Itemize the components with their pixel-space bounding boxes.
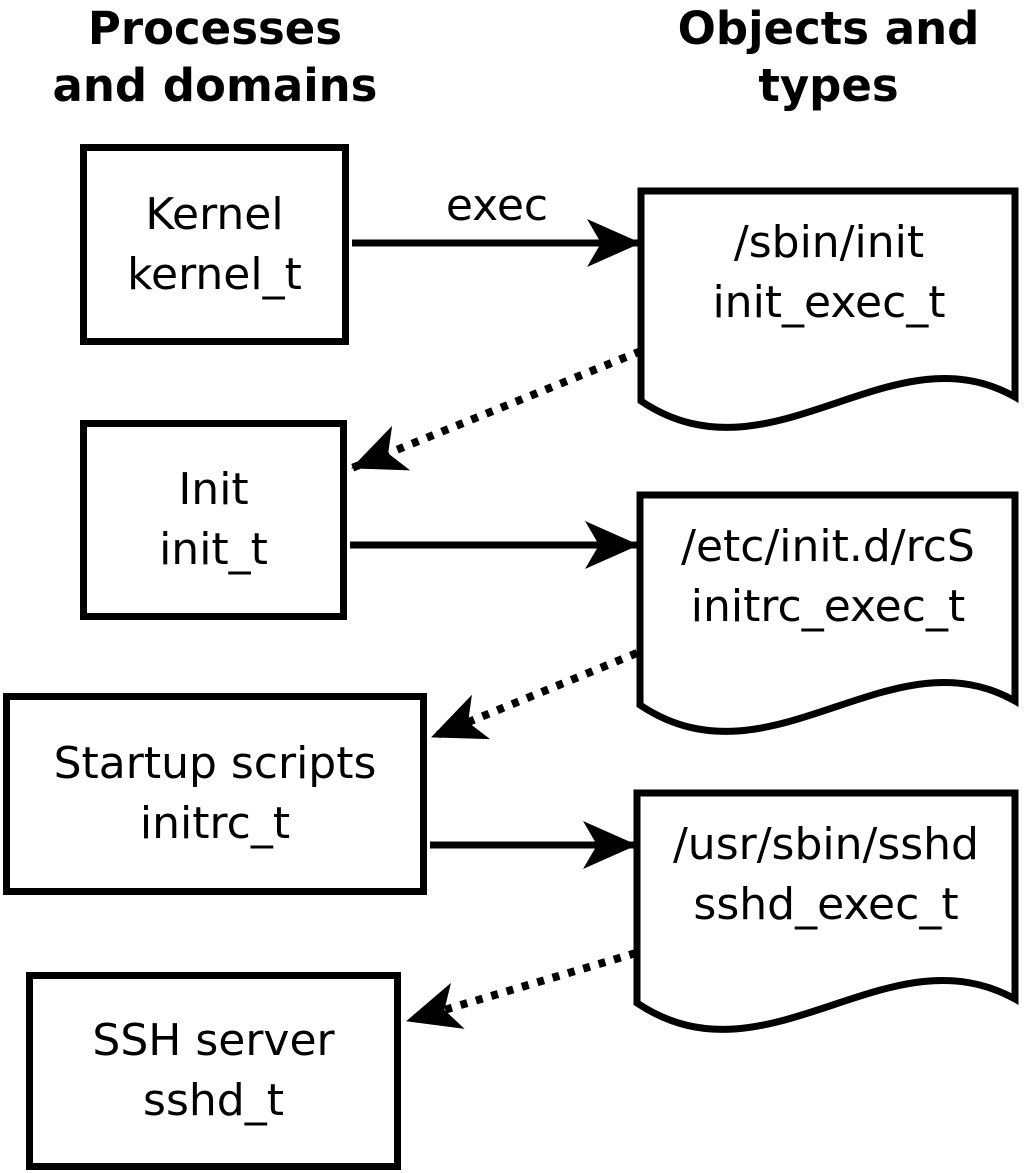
column-header-objects-line2: types bbox=[758, 59, 899, 112]
column-header-processes-line1: Processes bbox=[87, 2, 343, 55]
column-header-processes-line2: and domains bbox=[52, 59, 378, 112]
column-header-objects: Objects and types bbox=[633, 0, 1024, 114]
object-doc-usr-sbin-sshd bbox=[633, 789, 1019, 1033]
process-box-sshd bbox=[26, 972, 401, 1170]
transition-arrow-sbin-init-to-init bbox=[350, 347, 643, 472]
process-box-kernel bbox=[80, 144, 349, 345]
column-header-processes: Processes and domains bbox=[0, 0, 430, 114]
transition-arrow-sshd-exec-to-sshd bbox=[405, 949, 638, 1029]
transition-arrow-rcs-to-initrc bbox=[430, 649, 639, 741]
object-doc-sbin-init bbox=[637, 187, 1019, 431]
object-doc-etc-initd-rcs bbox=[636, 491, 1019, 735]
process-box-init bbox=[80, 420, 347, 620]
process-box-initrc bbox=[3, 693, 427, 895]
column-header-objects-line1: Objects and bbox=[677, 2, 980, 55]
exec-edge-label: exec bbox=[445, 180, 549, 231]
